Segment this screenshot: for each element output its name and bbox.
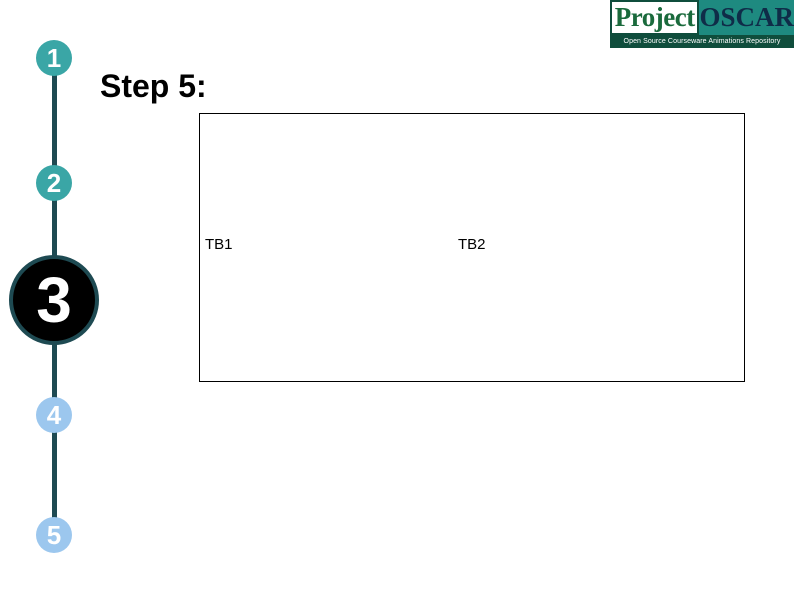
logo-wordmark: Project OSCAR: [610, 0, 794, 35]
step-1-number: 1: [46, 42, 62, 73]
tb1-label: TB1: [205, 236, 233, 253]
step-3-number: 3: [36, 264, 72, 336]
step-4-number: 4: [46, 399, 62, 430]
step-5-badge[interactable]: 5: [36, 517, 72, 553]
logo-word-project: Project: [610, 0, 700, 35]
animation-frame: TB1 TB2: [199, 113, 745, 382]
step-4-badge[interactable]: 4: [36, 397, 72, 433]
step-2-number: 2: [46, 167, 62, 198]
step-5-number: 5: [46, 519, 62, 550]
step-3-badge-current[interactable]: 3: [9, 255, 99, 345]
page-title: Step 5:: [100, 68, 207, 104]
step-2-badge[interactable]: 2: [36, 165, 72, 201]
step-1-badge[interactable]: 1: [36, 40, 72, 76]
tb2-label: TB2: [458, 236, 486, 253]
logo-word-oscar: OSCAR: [699, 0, 794, 35]
logo-tagline: Open Source Courseware Animations Reposi…: [623, 38, 781, 45]
project-oscar-logo: Project OSCAR Open Source Courseware Ani…: [610, 0, 794, 48]
